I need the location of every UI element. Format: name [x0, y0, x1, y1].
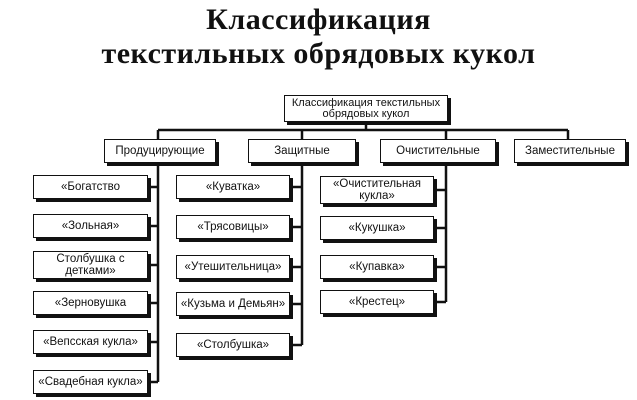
- root-node: Классификация текстильных обрядовых куко…: [284, 95, 448, 122]
- category-cleansing: Очистительные: [380, 139, 496, 163]
- doll-stolbushka: «Столбушка»: [176, 333, 290, 357]
- doll-kuvatka: «Куватка»: [176, 175, 290, 199]
- category-productive: Продуцирующие: [104, 139, 216, 163]
- doll-bogatstvo: «Богатство: [33, 175, 148, 199]
- doll-zolnaya: «Зольная»: [33, 214, 148, 238]
- doll-kuzma-i-demyan: «Кузьма и Демьян»: [176, 292, 290, 316]
- category-substitutive: Заместительные: [514, 139, 626, 163]
- doll-zernovushka: «Зерновушка: [33, 291, 148, 315]
- doll-svadebnaya: «Свадебная кукла»: [33, 370, 148, 394]
- doll-vepsskaya: «Вепсская кукла»: [33, 330, 148, 354]
- doll-ochistitelnaya: «Очистительная кукла»: [320, 176, 434, 204]
- doll-krestets: «Крестец»: [320, 290, 434, 314]
- doll-uteshitelnitsa: «Утешительница»: [176, 255, 290, 279]
- category-protective: Защитные: [248, 139, 356, 163]
- doll-stolbushka-s-detkami: Столбушка с детками»: [33, 251, 148, 279]
- main-title-line-2: текстильных обрядовых кукол: [101, 37, 536, 70]
- doll-kupavka: «Купавка»: [320, 255, 434, 279]
- main-title-line-1: Классификация: [206, 3, 431, 36]
- doll-kukushka: «Кукушка»: [320, 216, 434, 240]
- doll-tryasovitsy: «Трясовицы»: [176, 215, 290, 239]
